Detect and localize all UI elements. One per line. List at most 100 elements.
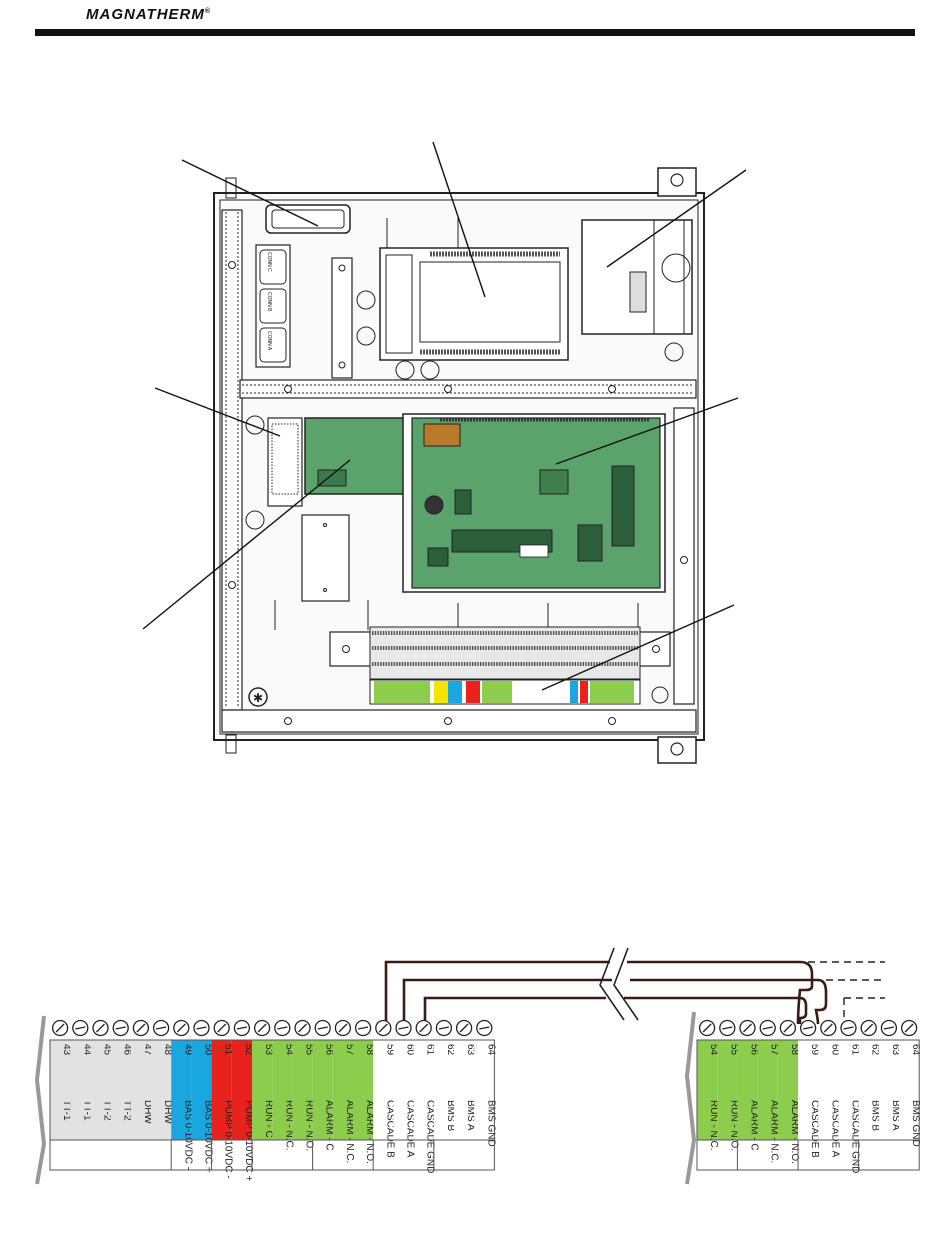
terminal-number: 58 — [364, 1044, 375, 1056]
terminal-label: RUN - N.O. — [304, 1100, 315, 1151]
brand-name: MAGNATHERM — [86, 6, 205, 23]
terminal-number: 52 — [243, 1044, 254, 1056]
terminal-strip — [369, 626, 641, 680]
terminal-number: 61 — [850, 1044, 861, 1056]
terminal-number: 49 — [182, 1044, 193, 1056]
terminal-cell — [90, 1040, 111, 1140]
mounting-hole-icon — [670, 742, 684, 756]
knockout-icon — [651, 686, 669, 704]
knockout-icon — [245, 510, 265, 530]
terminal-cell — [858, 1040, 879, 1140]
terminal-label: ALARM - N.O. — [789, 1100, 800, 1164]
wire-cascade-gnd-left — [423, 996, 606, 1024]
screw-icon — [652, 645, 660, 653]
terminal-cell — [777, 1040, 798, 1140]
terminal-number: 57 — [769, 1044, 780, 1056]
terminal-number: 59 — [384, 1044, 395, 1056]
terminal-cell — [878, 1040, 899, 1140]
screw-icon — [338, 361, 346, 369]
terminal-label: TT-1 — [81, 1100, 92, 1121]
terminal-number: 50 — [203, 1044, 214, 1056]
terminal-number: 64 — [485, 1044, 496, 1056]
mounting-hole-icon — [670, 173, 684, 187]
leader-main-board — [555, 397, 739, 465]
terminal-number: 59 — [809, 1044, 820, 1056]
terminal-number: 62 — [445, 1044, 456, 1056]
terminal-number: 56 — [324, 1044, 335, 1056]
screw-icon — [228, 261, 236, 269]
terminal-block-outline — [49, 1039, 495, 1171]
terminal-label: ALARM - C — [324, 1100, 335, 1151]
knockout-icon — [245, 415, 265, 435]
terminal-cell — [757, 1040, 778, 1140]
terminal-cell — [130, 1040, 151, 1140]
wire-cascade-gnd-right — [624, 996, 808, 1024]
terminal-cell — [151, 1040, 172, 1140]
terminal-cell — [211, 1040, 232, 1140]
power-terminals — [629, 271, 647, 313]
brand-logo: MAGNATHERM® — [86, 6, 211, 23]
conn-a-label: CONN A — [266, 331, 272, 351]
terminal-number: 46 — [122, 1044, 133, 1056]
wire-cascade-b-right — [627, 960, 814, 1025]
terminal-label: ALARM - C — [749, 1100, 760, 1151]
wire-cascade-b-left — [384, 960, 610, 1024]
leader-fuse-holder — [181, 159, 319, 227]
terminal-number: 43 — [61, 1044, 72, 1056]
terminal-cell — [737, 1040, 758, 1140]
terminal-number: 63 — [890, 1044, 901, 1056]
terminal-label: BMS A — [465, 1100, 476, 1131]
terminal-number: 62 — [870, 1044, 881, 1056]
leader-power-supply — [606, 169, 747, 268]
hinge-top — [225, 177, 237, 199]
terminal-cell — [818, 1040, 839, 1140]
terminal-label: DHW — [162, 1100, 173, 1124]
terminal-number: 57 — [344, 1044, 355, 1056]
terminal-label: ALARM - N.O. — [364, 1100, 375, 1164]
terminal-label: CASCADE B — [384, 1100, 395, 1158]
wire-break-left — [599, 947, 625, 1021]
terminal-number: 48 — [162, 1044, 173, 1056]
terminal-label: BMS A — [890, 1100, 901, 1131]
terminal-label: ALARM - N.C. — [344, 1100, 355, 1163]
center-vertical-rail — [331, 257, 353, 379]
conn-module-c — [259, 249, 287, 285]
terminal-cell — [413, 1040, 434, 1140]
transformer-component — [423, 423, 461, 447]
terminal-cell — [312, 1040, 333, 1140]
terminal-label: TT-2 — [102, 1100, 113, 1121]
terminal-number: 54 — [283, 1044, 294, 1056]
terminal-label: CASCADE A — [829, 1100, 840, 1158]
terminal-cell — [272, 1040, 293, 1140]
terminal-label: BMS GND — [910, 1100, 921, 1147]
screw-icon — [284, 385, 292, 393]
terminal-label: CASCADE A — [405, 1100, 416, 1158]
terminal-cell — [353, 1040, 374, 1140]
terminal-number: 55 — [304, 1044, 315, 1056]
wire-cascade-a-left — [402, 978, 612, 1024]
terminal-number: 63 — [465, 1044, 476, 1056]
relay-column — [611, 465, 635, 547]
terminal-cell — [231, 1040, 252, 1140]
leader-terminal-strip — [541, 604, 735, 691]
buzzer-component — [424, 495, 444, 515]
ground-screw-icon — [248, 687, 268, 707]
knockout-icon — [664, 342, 684, 362]
terminal-label: BMS B — [870, 1100, 881, 1131]
terminal-cell — [332, 1040, 353, 1140]
top-left-fuse-holder — [265, 204, 351, 234]
terminal-number: 58 — [789, 1044, 800, 1056]
terminal-number: 60 — [829, 1044, 840, 1056]
terminal-block-outline — [696, 1039, 920, 1171]
terminal-label: ALARM - N.C. — [769, 1100, 780, 1163]
continuation-dashes — [808, 961, 885, 1020]
terminal-cell — [110, 1040, 131, 1140]
leader-top-controller — [432, 141, 486, 298]
terminal-number: 47 — [142, 1044, 153, 1056]
mounting-tab-bottom — [657, 736, 697, 764]
blank-plate — [301, 514, 350, 602]
conn-module-a — [259, 327, 287, 363]
conn-module-housing — [255, 244, 291, 368]
terminal-label: RUN - N.C. — [708, 1100, 719, 1151]
